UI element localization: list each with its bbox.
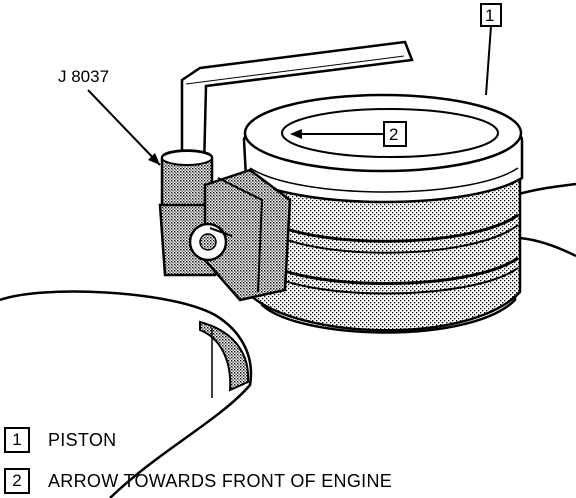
ring-compressor-tool xyxy=(158,40,414,302)
front-arrow-icon xyxy=(290,129,302,139)
legend-item-2: 2 ARROW TOWARDS FRONT OF ENGINE xyxy=(4,466,564,496)
tool-leader-arrow xyxy=(87,89,161,166)
legend-item-1: 1 PISTON xyxy=(4,425,564,455)
legend-label: ARROW TOWARDS FRONT OF ENGINE xyxy=(48,470,393,491)
callout-2-number: 2 xyxy=(389,125,398,144)
callout-1-number: 1 xyxy=(485,6,494,25)
callout-2: 2 xyxy=(290,121,407,147)
connecting-rod xyxy=(514,182,576,258)
legend-number-box: 2 xyxy=(4,468,30,494)
legend-number-box: 1 xyxy=(4,427,30,453)
legend-label: PISTON xyxy=(48,429,117,450)
tool-label: J 8037 xyxy=(58,67,109,86)
callout-1: 1 xyxy=(480,3,502,96)
piston xyxy=(242,93,524,334)
cylinder-bore xyxy=(0,290,253,498)
